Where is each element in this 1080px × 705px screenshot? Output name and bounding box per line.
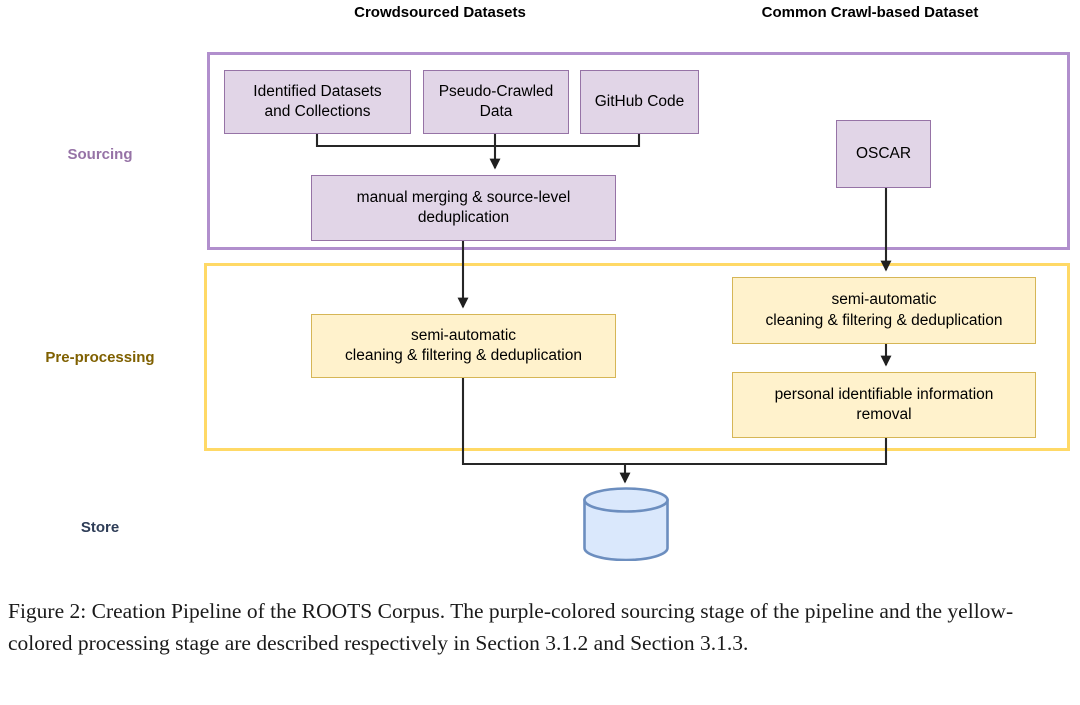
figure-diagram: Crowdsourced Datasets Common Crawl-based… [45, 4, 1070, 561]
node-oscar[interactable]: OSCAR [836, 120, 931, 188]
node-github-code-label: GitHub Code [594, 92, 685, 110]
node-oscar-label: OSCAR [855, 144, 912, 162]
header-common-crawl-dataset: Common Crawl-based Dataset [761, 4, 979, 21]
stage-label-pre-processing: Pre-processing [45, 349, 155, 366]
sourcing-stage-container [207, 52, 1070, 250]
figure-caption: Figure 2: Creation Pipeline of the ROOTS… [8, 599, 1014, 655]
stage-label-sourcing: Sourcing [67, 146, 133, 163]
database-cylinder-icon [583, 487, 669, 561]
node-github-code[interactable]: GitHub Code [580, 70, 699, 134]
header-crowdsourced-datasets: Crowdsourced Datasets [354, 4, 526, 21]
stage-label-store: Store [80, 519, 120, 536]
